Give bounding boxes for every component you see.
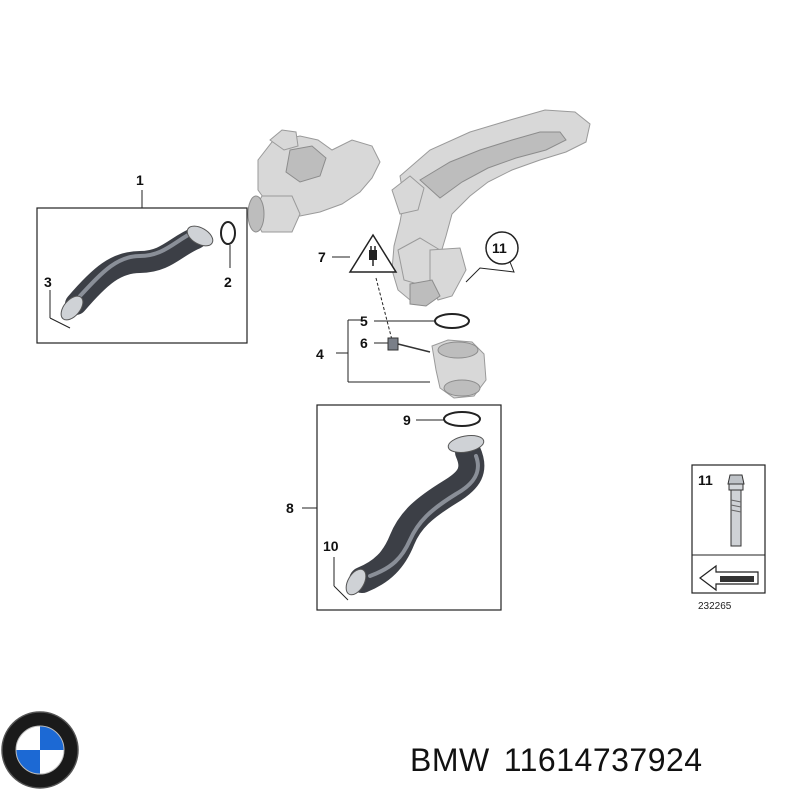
reference-code: 232265	[698, 601, 732, 612]
callout-11: 11	[492, 240, 507, 256]
group-frame-hose-1	[36, 207, 248, 344]
leader-11	[465, 261, 515, 283]
warning-triangle-icon	[348, 233, 398, 273]
bmw-logo	[1, 711, 79, 789]
bolt-icon	[727, 474, 745, 547]
callout-7: 7	[318, 249, 326, 265]
o-ring-9	[443, 411, 481, 427]
bolt-inset: 11 232265	[691, 464, 766, 612]
callout-1: 1	[136, 172, 144, 188]
o-ring-2	[220, 221, 236, 245]
connector-housing	[431, 339, 487, 399]
callout-6: 6	[360, 335, 368, 351]
callout-8: 8	[286, 500, 294, 516]
charge-air-hose-8	[345, 435, 485, 596]
intake-manifold	[391, 109, 591, 307]
clamp-10	[333, 585, 349, 601]
o-ring-5	[434, 313, 470, 329]
callout-4: 4	[316, 346, 324, 362]
callout-10: 10	[323, 538, 339, 554]
callout-3: 3	[44, 274, 52, 290]
caption-brand: BMW	[410, 742, 490, 778]
arrow-icon	[699, 564, 759, 592]
caption-part-number: 11614737924	[503, 742, 703, 778]
callout-5: 5	[360, 313, 368, 329]
callout-2: 2	[224, 274, 232, 290]
charge-air-hose-1	[60, 225, 214, 321]
inset-label: 11	[698, 472, 713, 488]
turbocharger	[247, 129, 381, 233]
part-caption: BMW 11614737924	[410, 742, 795, 779]
bracket-4	[336, 319, 430, 383]
clamp-3	[49, 317, 71, 329]
callout-11-circle	[485, 231, 519, 265]
leader-7-sensor	[375, 277, 393, 341]
pressure-sensor-6	[387, 337, 431, 353]
callout-9: 9	[403, 412, 411, 428]
